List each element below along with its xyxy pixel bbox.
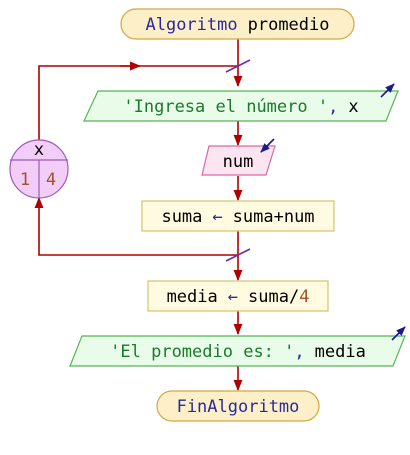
output-marker-icon-2 [391,326,406,341]
read-step-text: num [223,152,254,172]
print-step-1-text: 'Ingresa el número ',x [123,97,358,117]
end-terminal-shape [156,390,320,422]
assign-step-2-text: media←suma/4 [167,287,310,307]
for-loop-node: x 1 4 [9,139,69,199]
flow-connectors [34,39,243,392]
read-step: num [201,138,276,176]
assign-step-1: suma←suma+num [141,200,335,232]
print-step-2-shape [69,335,406,367]
input-marker-icon [260,138,275,153]
assign-step-2: media←suma/4 [147,280,329,312]
read-step-shape [201,145,276,176]
for-loop-to: 4 [46,170,56,190]
assign-step-1-text: suma←suma+num [161,207,314,227]
loop-return-branch [34,196,238,256]
print-step-1: 'Ingresa el número ',x [83,83,399,122]
print-step-2-text: 'El promedio es: ',media [110,342,366,362]
assign-step-2-shape [147,280,329,312]
print-step-1-shape [83,90,399,122]
for-loop-variable: x [34,140,44,160]
for-loop-from: 1 [20,170,30,190]
assign-step-1-shape [141,200,335,232]
start-terminal-shape [120,8,355,40]
end-terminal-text: FinAlgoritmo [177,397,300,417]
loop-exit-marker [225,248,251,262]
print-step-2: 'El promedio es: ',media [69,326,406,367]
loop-top-branch [38,65,238,140]
end-terminal: FinAlgoritmo [156,390,320,422]
loop-entry-marker [225,59,251,73]
output-marker-icon [380,83,395,98]
